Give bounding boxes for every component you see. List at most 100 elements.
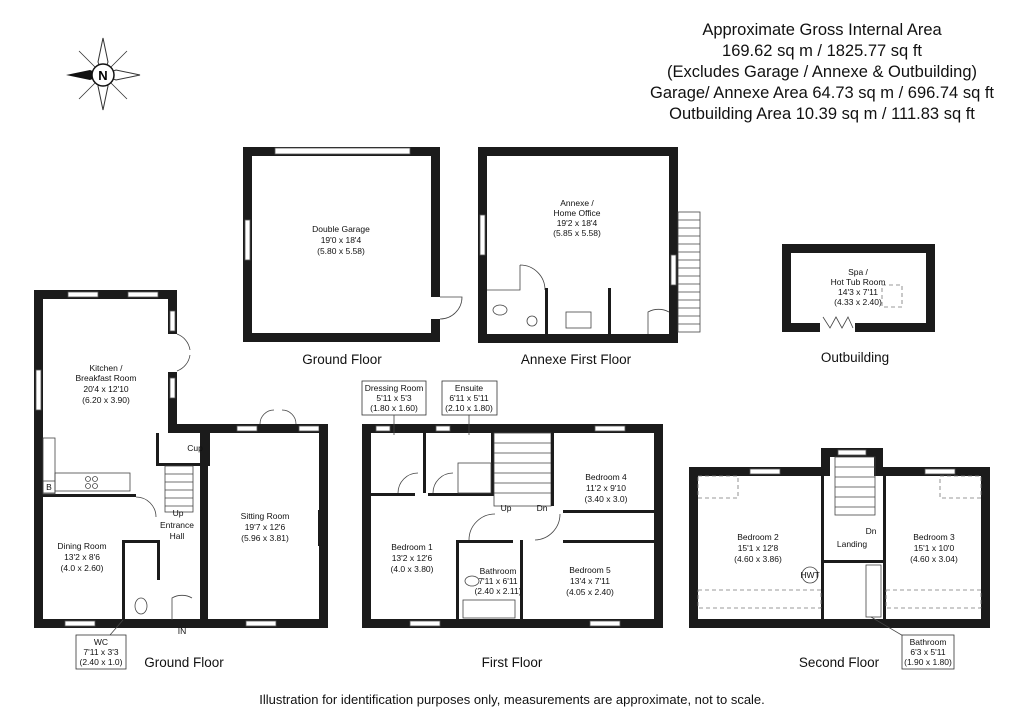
floor-label-house-ground: Ground Floor <box>144 655 224 670</box>
label-double-garage: Double Garage 19'0 x 18'4 (5.80 x 5.58) <box>312 224 370 256</box>
label-dressing-room: Dressing Room 5'11 x 5'3 (1.80 x 1.60) <box>361 380 427 435</box>
svg-text:19'2 x 18'4: 19'2 x 18'4 <box>557 218 598 228</box>
label-annexe: Annexe / Home Office 19'2 x 18'4 (5.85 x… <box>553 198 601 238</box>
svg-text:13'2 x 8'6: 13'2 x 8'6 <box>64 552 100 562</box>
label-spa: Spa / Hot Tub Room 14'3 x 7'11 (4.33 x 2… <box>831 267 886 307</box>
area-outbuilding: Outbuilding Area 10.39 sq m / 111.83 sq … <box>669 105 975 123</box>
svg-text:14'3 x 7'11: 14'3 x 7'11 <box>838 287 878 297</box>
double-garage-plan <box>243 147 463 342</box>
svg-text:6'11 x 5'11: 6'11 x 5'11 <box>449 393 489 403</box>
label-wc: WC 7'11 x 3'3 (2.40 x 1.0) <box>75 619 127 670</box>
label-dining-room: Dining Room 13'2 x 8'6 (4.0 x 2.60) <box>57 541 106 573</box>
outbuilding-plan <box>782 244 935 332</box>
floor-label-annexe: Annexe First Floor <box>521 352 632 367</box>
svg-text:Dining Room: Dining Room <box>57 541 106 551</box>
annexe-plan <box>478 147 701 343</box>
label-bathroom-second: Bathroom 6'3 x 5'11 (1.90 x 1.80) <box>870 616 955 670</box>
label-up-first: Up <box>501 503 512 513</box>
disclaimer: Illustration for identification purposes… <box>259 692 765 707</box>
svg-text:Bedroom 4: Bedroom 4 <box>585 472 627 482</box>
label-entrance-hall: Entrance Hall <box>160 520 194 541</box>
house-ground-floor-plan <box>34 290 328 628</box>
label-kitchen: Kitchen / Breakfast Room 20'4 x 12'10 (6… <box>76 363 137 405</box>
area-total: 169.62 sq m / 1825.77 sq ft <box>722 42 922 60</box>
svg-text:13'2 x 12'6: 13'2 x 12'6 <box>392 553 433 563</box>
svg-text:Annexe /: Annexe / <box>560 198 594 208</box>
label-bathroom-first: Bathroom 7'11 x 6'11 (2.40 x 2.11) <box>474 566 521 596</box>
second-floor-plan <box>689 448 990 628</box>
svg-text:Bedroom 5: Bedroom 5 <box>569 565 611 575</box>
floor-label-outbuilding: Outbuilding <box>821 350 889 365</box>
svg-text:Breakfast Room: Breakfast Room <box>76 373 137 383</box>
svg-text:Entrance: Entrance <box>160 520 194 530</box>
svg-text:(6.20 x 3.90): (6.20 x 3.90) <box>82 395 130 405</box>
floor-label-garage: Ground Floor <box>302 352 382 367</box>
label-dn-first: Dn <box>537 503 548 513</box>
label-sitting-room: Sitting Room 19'7 x 12'6 (5.96 x 3.81) <box>241 511 290 543</box>
compass-icon: N <box>66 37 141 111</box>
svg-text:Hall: Hall <box>170 531 185 541</box>
svg-text:(4.60 x 3.86): (4.60 x 3.86) <box>734 554 782 564</box>
svg-text:(5.85 x 5.58): (5.85 x 5.58) <box>553 228 601 238</box>
svg-text:15'1 x 10'0: 15'1 x 10'0 <box>914 543 955 553</box>
svg-text:Home Office: Home Office <box>553 208 600 218</box>
svg-text:(1.80 x 1.60): (1.80 x 1.60) <box>370 403 418 413</box>
svg-text:Spa /: Spa / <box>848 267 868 277</box>
svg-text:(2.40 x 2.11): (2.40 x 2.11) <box>474 586 521 596</box>
label-bedroom-2: Bedroom 2 15'1 x 12'8 (4.60 x 3.86) <box>734 532 782 564</box>
svg-text:7'11 x 6'11: 7'11 x 6'11 <box>478 576 518 586</box>
label-bedroom-5: Bedroom 5 13'4 x 7'11 (4.05 x 2.40) <box>566 565 614 597</box>
svg-text:19'7 x 12'6: 19'7 x 12'6 <box>245 522 286 532</box>
svg-text:(4.0 x 2.60): (4.0 x 2.60) <box>61 563 104 573</box>
svg-text:Sitting Room: Sitting Room <box>241 511 290 521</box>
label-bedroom-3: Bedroom 3 15'1 x 10'0 (4.60 x 3.04) <box>910 532 958 564</box>
label-bedroom-4: Bedroom 4 11'2 x 9'10 (3.40 x 3.0) <box>585 472 628 504</box>
floor-label-second: Second Floor <box>799 655 880 670</box>
area-garage-annexe: Garage/ Annexe Area 64.73 sq m / 696.74 … <box>650 84 994 102</box>
svg-text:7'11 x 3'3: 7'11 x 3'3 <box>83 647 118 657</box>
compass-letter: N <box>98 68 107 83</box>
svg-text:20'4 x 12'10: 20'4 x 12'10 <box>83 384 129 394</box>
svg-text:Bedroom 2: Bedroom 2 <box>737 532 779 542</box>
svg-text:Bathroom: Bathroom <box>480 566 517 576</box>
svg-text:(3.40 x 3.0): (3.40 x 3.0) <box>585 494 628 504</box>
svg-text:Dressing Room: Dressing Room <box>365 383 424 393</box>
svg-text:(4.05 x 2.40): (4.05 x 2.40) <box>566 587 614 597</box>
label-in: IN <box>178 626 187 636</box>
svg-text:Hot Tub Room: Hot Tub Room <box>831 277 886 287</box>
svg-text:13'4 x 7'11: 13'4 x 7'11 <box>570 576 610 586</box>
svg-text:(1.90 x 1.80): (1.90 x 1.80) <box>904 657 952 667</box>
svg-text:Kitchen /: Kitchen / <box>89 363 123 373</box>
svg-text:Bedroom 3: Bedroom 3 <box>913 532 955 542</box>
svg-text:11'2 x 9'10: 11'2 x 9'10 <box>586 483 626 493</box>
svg-text:5'11 x 5'3: 5'11 x 5'3 <box>376 393 411 403</box>
svg-text:Bedroom 1: Bedroom 1 <box>391 542 433 552</box>
svg-text:15'1 x 12'8: 15'1 x 12'8 <box>738 543 779 553</box>
svg-text:WC: WC <box>94 637 108 647</box>
svg-text:(4.33 x 2.40): (4.33 x 2.40) <box>834 297 882 307</box>
first-floor-plan <box>362 424 663 628</box>
label-dn-second: Dn <box>866 526 877 536</box>
label-cup: Cup <box>187 443 203 453</box>
svg-text:Double Garage: Double Garage <box>312 224 370 234</box>
svg-text:(2.10 x 1.80): (2.10 x 1.80) <box>445 403 493 413</box>
svg-text:(5.80 x 5.58): (5.80 x 5.58) <box>317 246 365 256</box>
area-summary: Approximate Gross Internal Area 169.62 s… <box>650 20 994 125</box>
svg-text:19'0 x 18'4: 19'0 x 18'4 <box>321 235 362 245</box>
label-landing: Landing <box>837 539 868 549</box>
label-hwt: HWT <box>800 570 819 580</box>
label-up-ground: Up <box>173 508 184 518</box>
svg-text:6'3 x 5'11: 6'3 x 5'11 <box>910 647 945 657</box>
svg-text:(5.96 x 3.81): (5.96 x 3.81) <box>241 533 289 543</box>
svg-text:(2.40 x 1.0): (2.40 x 1.0) <box>80 657 123 667</box>
svg-text:Bathroom: Bathroom <box>910 637 947 647</box>
label-bedroom-1: Bedroom 1 13'2 x 12'6 (4.0 x 3.80) <box>391 542 434 574</box>
label-ensuite: Ensuite 6'11 x 5'11 (2.10 x 1.80) <box>441 380 498 435</box>
floor-label-first: First Floor <box>482 655 543 670</box>
area-excludes: (Excludes Garage / Annexe & Outbuilding) <box>667 63 978 81</box>
svg-text:Ensuite: Ensuite <box>455 383 484 393</box>
svg-text:(4.60 x 3.04): (4.60 x 3.04) <box>910 554 958 564</box>
area-title: Approximate Gross Internal Area <box>702 21 942 39</box>
label-b: B <box>46 482 52 492</box>
